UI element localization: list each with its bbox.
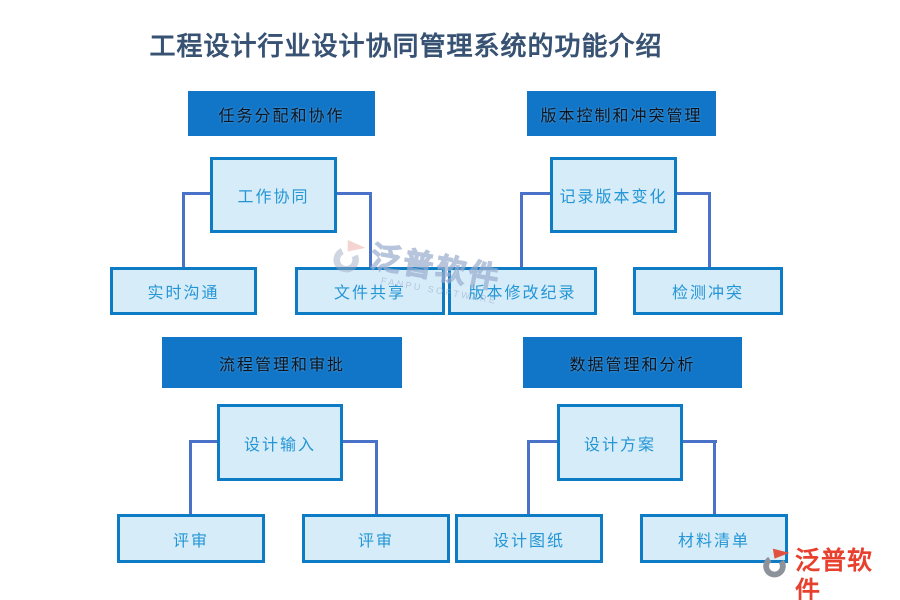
connector-line (520, 192, 553, 195)
section-header: 版本控制和冲突管理 (527, 91, 716, 136)
child-node: 记录版本变化 (550, 157, 677, 233)
section-header: 数据管理和分析 (523, 337, 742, 388)
connector-line (527, 440, 560, 443)
connector-line (182, 192, 213, 195)
connector-line (375, 440, 378, 514)
connector-line (708, 192, 711, 267)
center-watermark: 泛普软件 FANPU SOFTWARE (329, 236, 504, 306)
leaf-node: 设计图纸 (455, 514, 603, 563)
leaf-node: 版本修改纪录 (448, 267, 597, 315)
connector-line (713, 440, 716, 514)
connector-line (189, 440, 192, 514)
leaf-node: 评审 (117, 514, 265, 563)
connector-line (343, 440, 378, 443)
fanpu-logo: 泛普软件 www.fanpusoft.com (762, 546, 894, 600)
leaf-node: 检测冲突 (633, 267, 783, 315)
fanpu-swoosh-icon (329, 236, 369, 280)
section-header: 任务分配和协作 (188, 91, 375, 136)
logo-name: 泛普软件 (795, 547, 874, 600)
connector-line (527, 440, 530, 514)
fanpu-swoosh-icon (762, 546, 792, 583)
child-node: 工作协同 (210, 157, 337, 233)
connector-line (182, 192, 185, 267)
child-node: 设计方案 (557, 404, 683, 481)
connector-line (369, 192, 372, 267)
leaf-node: 实时沟通 (110, 267, 257, 315)
connector-line (683, 440, 717, 443)
leaf-node: 文件共享 (295, 267, 445, 315)
section-header: 流程管理和审批 (162, 337, 402, 388)
connector-line (337, 192, 372, 195)
child-node: 设计输入 (217, 404, 343, 481)
page-title: 工程设计行业设计协同管理系统的功能介绍 (149, 32, 663, 62)
leaf-node: 材料清单 (640, 514, 788, 563)
connector-line (189, 440, 220, 443)
connector-line (520, 192, 523, 267)
leaf-node: 评审 (302, 514, 450, 563)
connector-line (677, 192, 711, 195)
